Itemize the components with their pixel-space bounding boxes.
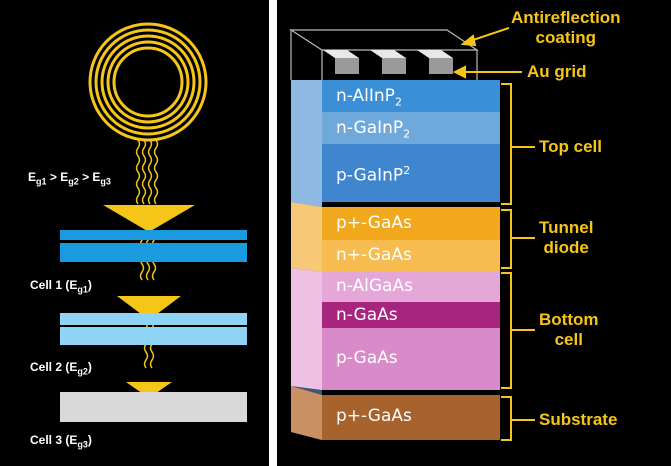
layer-label-n-plus-gaas: n+-GaAs	[336, 245, 412, 265]
layer-substrate-gaas	[322, 395, 500, 440]
multijunction-light-panel: Eg1 > Eg2 > Eg3 Cell 1 (Eg1) Cell 2 (Eg2…	[0, 0, 269, 466]
au-grid-label: Au grid	[527, 62, 587, 81]
cell-1-bar	[60, 230, 247, 240]
annotation-brackets	[501, 83, 535, 441]
beam-triangle-1	[103, 205, 195, 232]
layer-label-p-gainp: p-GaInP2	[336, 164, 411, 186]
layer-label-p-plus-gaas: p+-GaAs	[336, 213, 412, 233]
layer-p-plus-gaas	[322, 207, 500, 240]
antireflection-coating-label: Antireflection coating	[511, 8, 621, 47]
layer-n-gaas	[322, 302, 500, 328]
cell-2-label: Cell 2 (Eg2)	[30, 360, 92, 377]
layer-label-substrate: p+-GaAs	[336, 406, 412, 426]
cell-2-bar	[60, 313, 247, 325]
layer-n-algaas	[322, 272, 500, 302]
layer-label-n-gainp: n-GaInP2	[336, 118, 411, 141]
cell-2-bar	[60, 327, 247, 345]
layer-stack-panel: n-AlInP2 n-GaInP2 p-GaInP2 p+-GaAs n+-Ga…	[277, 0, 671, 466]
layer-label-p-gaas: p-GaAs	[336, 348, 398, 368]
substrate-label: Substrate	[539, 410, 618, 429]
layer-label-n-alinp: n-AlInP2	[336, 86, 402, 109]
cell-3-bar	[60, 392, 247, 422]
beam-triangle-3	[126, 382, 172, 398]
cell-3-label: Cell 3 (Eg3)	[30, 433, 92, 450]
bottom-cell-label: Bottom cell	[539, 310, 599, 349]
layer-label-n-algaas: n-AlGaAs	[336, 276, 413, 296]
top-cell-label: Top cell	[539, 137, 602, 156]
layer-n-alinp	[322, 80, 500, 112]
layer-p-gainp	[322, 144, 500, 202]
energy-relation-label: Eg1 > Eg2 > Eg3	[28, 170, 111, 187]
antireflection-coating-box	[288, 29, 479, 80]
tunnel-diode-label: Tunnel diode	[539, 218, 594, 257]
layer-stack-diagram	[288, 27, 535, 441]
beam-triangle-2	[117, 296, 181, 320]
layer-n-plus-gaas	[322, 240, 500, 272]
cell-1-bar	[60, 243, 247, 262]
layer-label-n-gaas: n-GaAs	[336, 305, 398, 325]
layer-p-gaas	[322, 328, 500, 390]
layer-n-gainp	[322, 112, 500, 144]
au-grid-bars	[323, 50, 453, 74]
cell-1-label: Cell 1 (Eg1)	[30, 278, 92, 295]
sun-icon	[88, 22, 208, 142]
light-spectrum-diagram	[60, 22, 247, 422]
annotation-arrows	[452, 27, 522, 79]
